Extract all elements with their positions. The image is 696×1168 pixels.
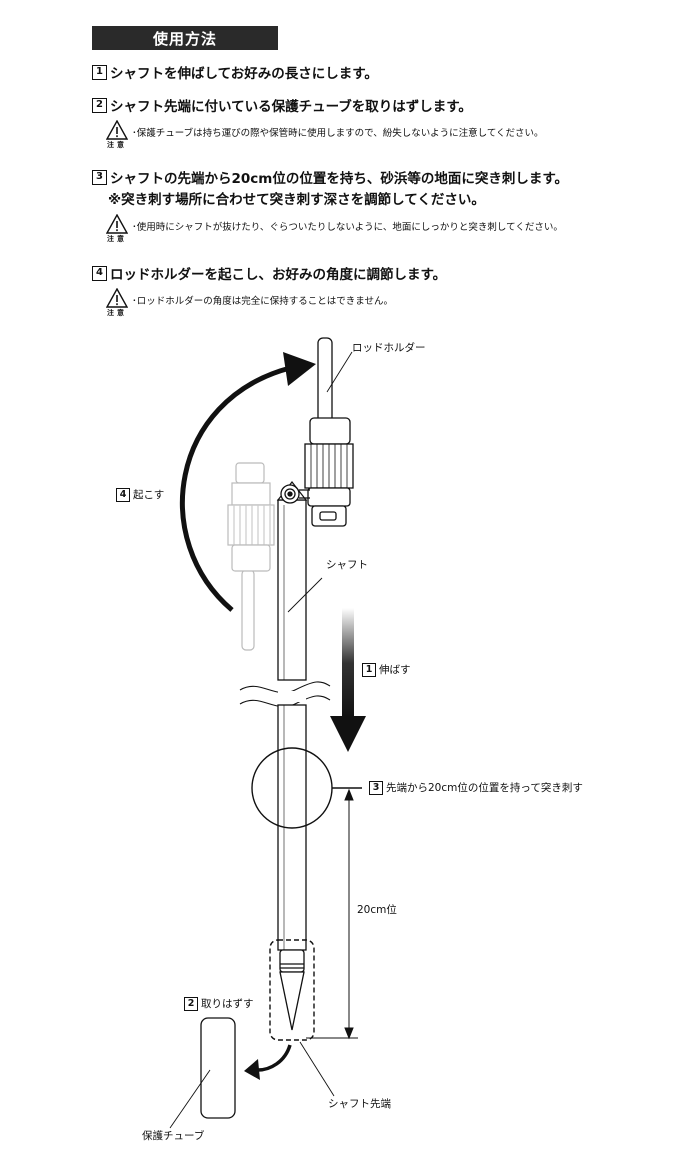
step-3-note: ※突き刺す場所に合わせて突き刺す深さを調節してください。 bbox=[108, 192, 485, 208]
caution-note: 注意 ･使用時にシャフトが抜けたり、ぐらついたりしないように、地面にしっかりと突… bbox=[106, 214, 646, 243]
shaft-label: シャフト bbox=[326, 559, 368, 571]
caution-text: ･保護チューブは持ち運びの際や保管時に使用しますので、紛失しないように注意してく… bbox=[132, 128, 544, 139]
step-text: シャフトの先端から20cm位の位置を持ち、砂浜等の地面に突き刺します。 bbox=[110, 171, 569, 187]
label-number: 3 bbox=[369, 781, 383, 795]
caution-note: 注意 ･ロッドホルダーの角度は完全に保持することはできません。 bbox=[106, 288, 646, 317]
step-4: 4 ロッドホルダーを起こし、お好みの角度に調節します。 bbox=[92, 263, 446, 283]
warning-triangle-icon bbox=[106, 120, 128, 140]
rod-holder-raised bbox=[280, 337, 354, 527]
length-label: 20cm位 bbox=[357, 904, 397, 916]
tip-dashed-outline bbox=[269, 939, 315, 1041]
label-number: 2 bbox=[184, 997, 198, 1011]
curved-small-arrow-icon bbox=[244, 1044, 292, 1080]
step-number: 3 bbox=[92, 169, 107, 185]
caution-text: ･ロッドホルダーの角度は完全に保持することはできません。 bbox=[132, 296, 393, 307]
step-1: 1 シャフトを伸ばしてお好みの長さにします。 bbox=[92, 62, 378, 82]
step-text: シャフトを伸ばしてお好みの長さにします。 bbox=[110, 66, 378, 82]
shaft-upper bbox=[277, 499, 307, 681]
rod-holder-label: ロッドホルダー bbox=[352, 342, 426, 354]
caution-note: 注意 ･保護チューブは持ち運びの際や保管時に使用しますので、紛失しないように注意… bbox=[106, 120, 646, 149]
caution-label: 注意 bbox=[107, 235, 127, 243]
step-2: 2 シャフト先端に付いている保護チューブを取りはずします。 bbox=[92, 95, 472, 115]
label-text: 伸ばす bbox=[379, 664, 411, 676]
label-text: 取りはずす bbox=[201, 998, 254, 1010]
caution-text: ･使用時にシャフトが抜けたり、ぐらついたりしないように、地面にしっかりと突き刺し… bbox=[132, 222, 563, 233]
down-arrow-icon bbox=[330, 608, 366, 752]
curved-arrow-icon bbox=[179, 352, 316, 612]
step-3: 3 シャフトの先端から20cm位の位置を持ち、砂浜等の地面に突き刺します。 bbox=[92, 167, 568, 187]
protective-tube bbox=[200, 1017, 236, 1119]
tube-label: 保護チューブ bbox=[142, 1130, 205, 1142]
shaft-tip-label: シャフト先端 bbox=[328, 1098, 391, 1110]
length-dimension bbox=[306, 788, 358, 1040]
shaft-break bbox=[239, 681, 331, 708]
step-text: シャフト先端に付いている保護チューブを取りはずします。 bbox=[110, 99, 472, 115]
label-number: 4 bbox=[116, 488, 130, 502]
label-text: 起こす bbox=[133, 489, 165, 501]
caution-label: 注意 bbox=[107, 141, 127, 149]
label-number: 1 bbox=[362, 663, 376, 677]
section-title: 使用方法 bbox=[92, 26, 278, 50]
warning-triangle-icon bbox=[106, 214, 128, 234]
step-number: 2 bbox=[92, 97, 107, 113]
warning-triangle-icon bbox=[106, 288, 128, 308]
label-text: 先端から20cm位の位置を持って突き刺す bbox=[386, 782, 583, 794]
shaft-lower bbox=[277, 704, 307, 1031]
step-number: 1 bbox=[92, 64, 107, 80]
step-number: 4 bbox=[92, 265, 107, 281]
rod-holder-lowered bbox=[227, 462, 275, 651]
step-text: ロッドホルダーを起こし、お好みの角度に調節します。 bbox=[110, 267, 447, 283]
leader-lines bbox=[169, 351, 353, 1129]
caution-label: 注意 bbox=[107, 309, 127, 317]
